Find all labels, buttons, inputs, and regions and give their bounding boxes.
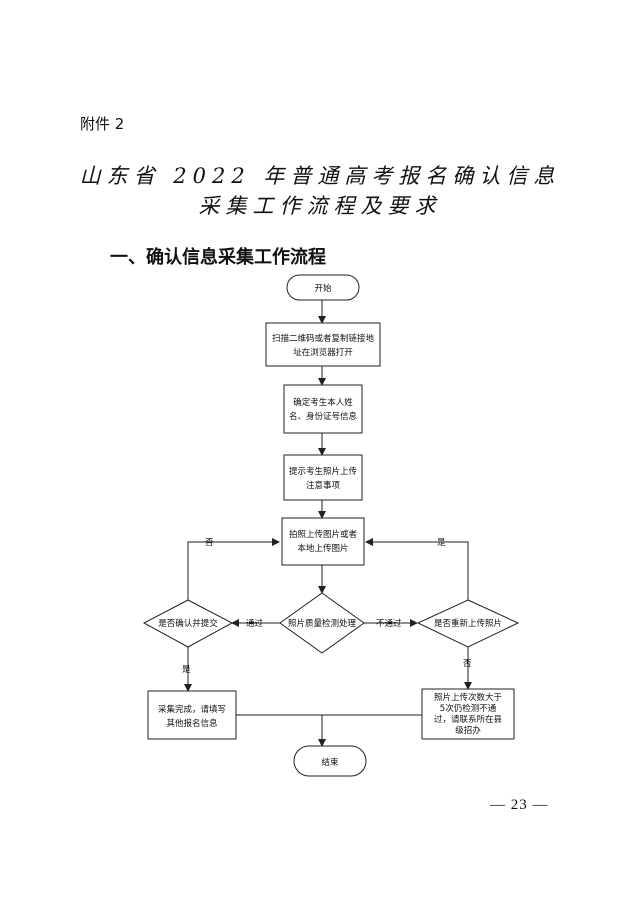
step-confirm-identity-line1: 确定考生本人姓: [293, 397, 353, 408]
step-done-line1: 采集完成，请填写: [158, 704, 226, 715]
step-scan-qrcode-line1: 扫描二维码或者复制链接地: [272, 333, 375, 344]
step-photo-notice-line1: 提示考生照片上传: [289, 466, 358, 477]
end-terminal: [293, 745, 367, 777]
start-terminal: [286, 274, 360, 301]
label-fail: 不通过: [376, 618, 402, 629]
page-number: — 23 —: [490, 797, 549, 813]
step-limit-line4: 级招办: [455, 725, 481, 736]
step-limit-box: [421, 688, 515, 740]
step-done-line2: 其他报名信息: [166, 718, 218, 729]
label-confirm-yes: 是: [182, 665, 191, 675]
attachment-label: 附件 2: [80, 115, 125, 133]
label-confirm-no: 否: [205, 538, 214, 548]
label-retry-yes: 是: [437, 538, 446, 548]
step-scan-qrcode-line2: 址在浏览器打开: [293, 347, 353, 358]
decision-reupload: [416, 599, 520, 648]
step-upload-photo-box: [281, 517, 365, 566]
end-label: 结束: [321, 757, 339, 768]
step-photo-notice-box: [283, 454, 363, 501]
step-limit-line1: 照片上传次数大于: [434, 692, 503, 703]
step-photo-notice-line2: 注意事项: [306, 480, 341, 491]
document-title-line1: 山东省 2022 年普通高考报名确认信息: [79, 164, 561, 188]
start-label: 开始: [314, 283, 332, 294]
step-upload-photo-line1: 拍照上传图片或者: [289, 529, 358, 540]
decision-confirm-submit-label: 是否确认并提交: [158, 618, 218, 629]
decision-confirm-submit: [142, 599, 234, 648]
label-retry-no: 否: [463, 659, 472, 669]
arrow-retry-yes-back: [365, 538, 469, 600]
step-done-box: [147, 690, 237, 740]
step-limit-line3: 过，请联系所在县: [434, 714, 503, 725]
document-title-line2: 采集工作流程及要求: [198, 194, 442, 218]
step-confirm-identity-line2: 名、身份证号信息: [289, 411, 358, 422]
decision-reupload-label: 是否重新上传照片: [434, 618, 502, 629]
step-limit-line2: 5次仍检测不通: [440, 703, 497, 714]
decision-photo-check-label: 照片质量检测处理: [288, 618, 357, 629]
decision-photo-check: [279, 592, 365, 654]
label-pass: 通过: [246, 618, 264, 629]
step-upload-photo-line2: 本地上传图片: [297, 543, 348, 554]
section-heading: 一、确认信息采集工作流程: [110, 247, 326, 268]
step-scan-qrcode-box: [265, 322, 381, 367]
arrow-confirm-no-back: [187, 538, 280, 600]
step-confirm-identity-box: [283, 384, 363, 434]
